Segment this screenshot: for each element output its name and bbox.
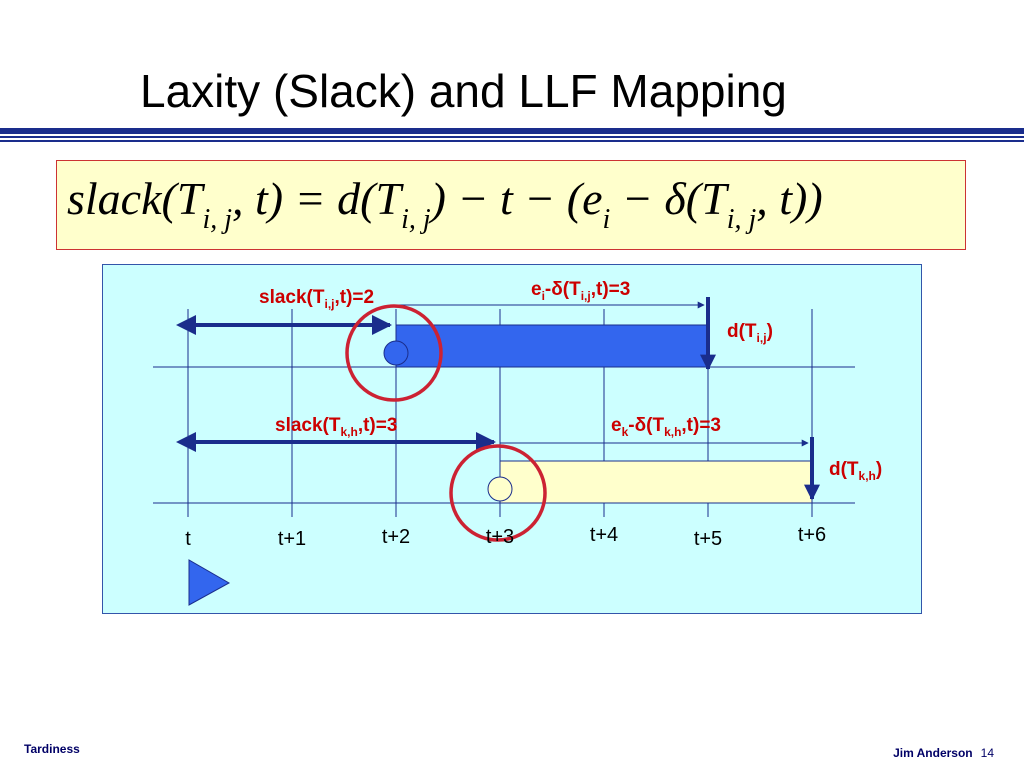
tick-label: t (185, 528, 191, 550)
job-kh-execution-bar (499, 460, 813, 504)
title-divider (0, 128, 1024, 142)
slack-formula: slack(Ti, j, t) = d(Ti, j) − t − (ei − δ… (67, 173, 823, 235)
timeline-diagram: slack(Ti,j,t)=2 ei-δ(Ti,j,t)=3 d(Ti,j) s… (153, 279, 882, 606)
job-ij-deadline-label: d(Ti,j) (727, 321, 773, 345)
slack-formula-box: slack(Ti, j, t) = d(Ti, j) − t − (ei − δ… (56, 160, 966, 250)
job-kh-release-marker (487, 476, 513, 502)
tick-label: t+6 (798, 524, 826, 546)
footer-section-label: Tardiness (24, 742, 80, 756)
tick-label: t+4 (590, 524, 618, 546)
job-ij-execution-bar (395, 324, 709, 368)
job-kh-highlight-circle (449, 444, 547, 542)
job-ij-release-marker (383, 340, 409, 366)
play-icon[interactable] (188, 559, 231, 606)
job-ij-highlight-circle (345, 304, 443, 402)
job-ij-slack-label: slack(Ti,j,t)=2 (259, 287, 374, 311)
slide-title: Laxity (Slack) and LLF Mapping (140, 65, 787, 117)
page-number: 14 (980, 746, 994, 760)
footer-author: Jim Anderson (893, 746, 973, 760)
job-kh-slack-label: slack(Tk,h,t)=3 (275, 415, 397, 439)
tick-label: t+5 (694, 528, 722, 550)
job-kh-exec-label: ek-δ(Tk,h,t)=3 (611, 415, 721, 439)
tick-label: t+3 (486, 526, 514, 548)
tick-label: t+1 (278, 528, 306, 550)
tick-label: t+2 (382, 526, 410, 548)
job-kh-deadline-label: d(Tk,h) (829, 459, 882, 483)
timeline-panel: slack(Ti,j,t)=2 ei-δ(Ti,j,t)=3 d(Ti,j) s… (102, 264, 922, 614)
job-ij-exec-label: ei-δ(Ti,j,t)=3 (531, 279, 630, 303)
footer-credits: Jim Anderson 14 (893, 746, 994, 760)
